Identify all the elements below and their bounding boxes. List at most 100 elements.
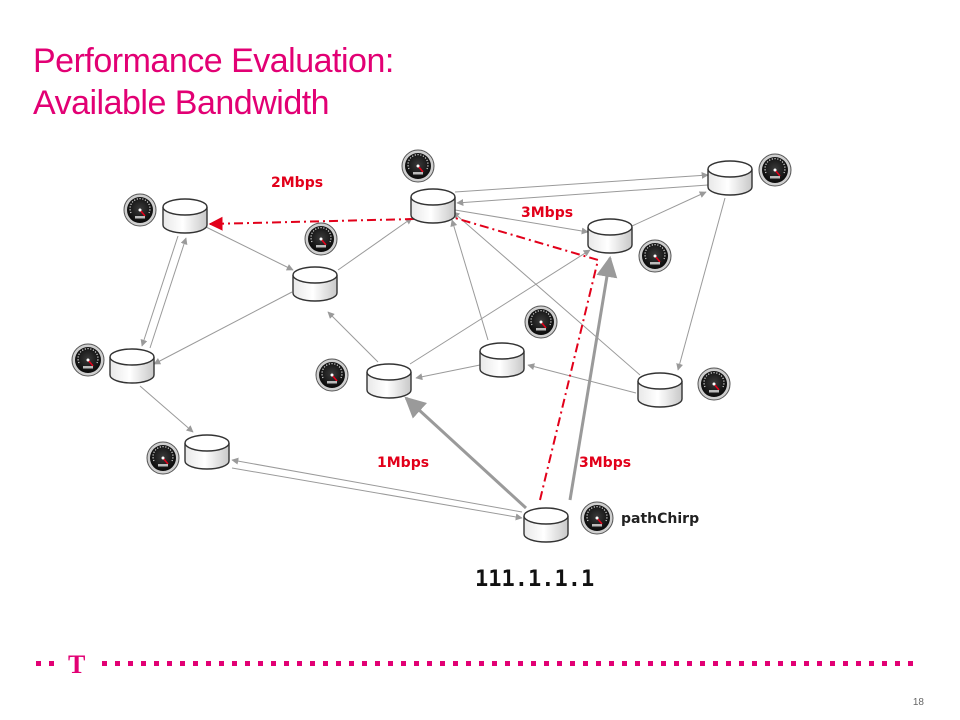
brand-dot [258, 661, 263, 666]
page-number: 18 [912, 697, 924, 708]
speedometer-icon [304, 222, 338, 256]
speedometer-icon [315, 358, 349, 392]
brand-dot [427, 661, 432, 666]
brand-logo-t: T [68, 652, 85, 676]
brand-dot [453, 661, 458, 666]
brand-dot [661, 661, 666, 666]
brand-dot [856, 661, 861, 666]
brand-dotted-line: T [36, 652, 913, 676]
tool-label: pathChirp [621, 511, 699, 527]
brand-dot [843, 661, 848, 666]
speedometer-icon [758, 153, 792, 187]
brand-dot [167, 661, 172, 666]
router-cylinder-icon [707, 160, 753, 196]
brand-dot [414, 661, 419, 666]
link-f-b [456, 184, 709, 207]
router-nodes [109, 160, 753, 543]
edge-label-top-left: 2Mbps [271, 175, 323, 191]
edge-label-bottom-right: 3Mbps [579, 455, 631, 471]
brand-dot [648, 661, 653, 666]
router-cylinder-icon [162, 198, 208, 234]
link-l-i-1mbps [404, 396, 528, 510]
brand-dot [791, 661, 796, 666]
brand-dot [544, 661, 549, 666]
brand-dot [284, 661, 289, 666]
brand-dot [154, 661, 159, 666]
link-b-e [454, 209, 589, 235]
router-cylinder-icon [410, 188, 456, 224]
speedometer-icon [524, 305, 558, 339]
brand-dot [570, 661, 575, 666]
brand-dot [713, 661, 718, 666]
link-k-b [452, 211, 641, 376]
brand-dot [609, 661, 614, 666]
brand-dot [492, 661, 497, 666]
brand-dot [323, 661, 328, 666]
speedometer-icon [401, 149, 435, 183]
router-cylinder-icon [637, 372, 683, 408]
brand-dot [869, 661, 874, 666]
link-i-d [327, 311, 379, 363]
brand-dot [739, 661, 744, 666]
brand-dot [583, 661, 588, 666]
brand-dot [765, 661, 770, 666]
brand-dot [375, 661, 380, 666]
slide-title: Performance Evaluation: Available Bandwi… [33, 40, 394, 124]
link-g-h [139, 385, 194, 433]
link-b-f [454, 171, 709, 193]
brand-dot [362, 661, 367, 666]
brand-dot [622, 661, 627, 666]
brand-dot [271, 661, 276, 666]
brand-dot [245, 661, 250, 666]
link-l-e-3mbps [568, 255, 618, 501]
router-cylinder-icon [292, 266, 338, 302]
brand-dot [518, 661, 523, 666]
brand-dot [635, 661, 640, 666]
brand-dot [817, 661, 822, 666]
brand-dot [115, 661, 120, 666]
speedometer-icon [123, 193, 157, 227]
link-j-b [450, 219, 489, 341]
router-cylinder-icon [366, 363, 412, 399]
brand-dot [141, 661, 146, 666]
edge-label-top-right: 3Mbps [521, 205, 573, 221]
brand-dot [401, 661, 406, 666]
link-k-j [527, 363, 637, 394]
slide-title-line1: Performance Evaluation: [33, 42, 394, 80]
brand-dot [232, 661, 237, 666]
router-cylinder-icon [479, 342, 525, 378]
brand-dot [349, 661, 354, 666]
brand-dot [596, 661, 601, 666]
brand-dot [102, 661, 107, 666]
measured-path [208, 216, 600, 501]
speedometer-icon [638, 239, 672, 273]
brand-dot [440, 661, 445, 666]
brand-dot [908, 661, 913, 666]
brand-dot [726, 661, 731, 666]
brand-dot [336, 661, 341, 666]
brand-dot [479, 661, 484, 666]
brand-dot [531, 661, 536, 666]
brand-dot [778, 661, 783, 666]
link-d-b [337, 217, 413, 271]
brand-dot [895, 661, 900, 666]
speedometer-icon [146, 441, 180, 475]
brand-dot [206, 661, 211, 666]
brand-dot [674, 661, 679, 666]
router-cylinder-icon [109, 348, 155, 384]
brand-dot [700, 661, 705, 666]
router-cylinder-icon [184, 434, 230, 470]
slide-title-line2: Available Bandwidth [33, 84, 330, 122]
brand-dot [687, 661, 692, 666]
brand-dot [310, 661, 315, 666]
brand-dot [882, 661, 887, 666]
brand-dot [36, 661, 41, 666]
speedometer-icon [71, 343, 105, 377]
link-a-g [140, 235, 179, 347]
link-c-g [153, 291, 293, 365]
brand-dot [557, 661, 562, 666]
brand-dot [49, 661, 54, 666]
link-a-c [205, 226, 294, 271]
brand-dot [830, 661, 835, 666]
